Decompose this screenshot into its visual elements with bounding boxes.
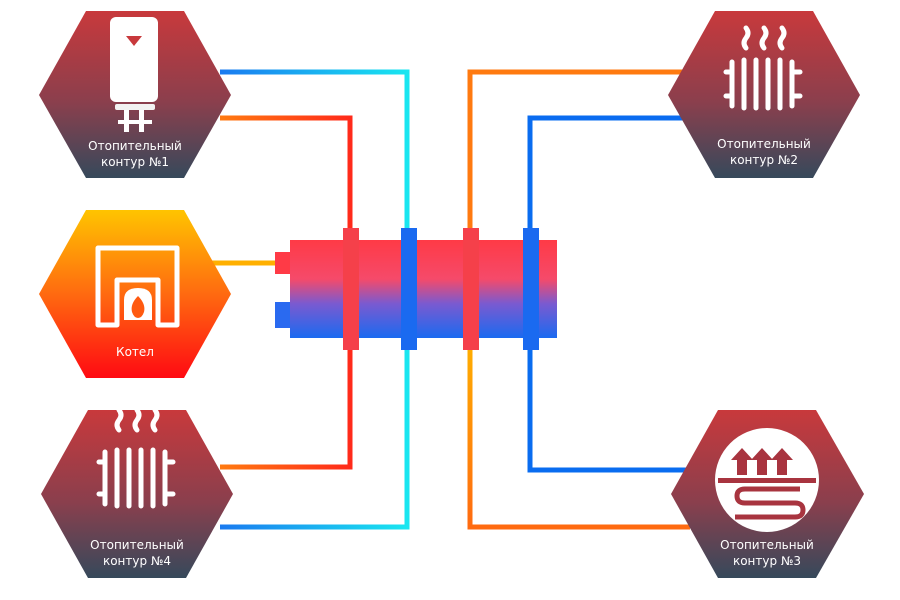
label-line1: Отопительный [720,538,814,552]
hydraulic-separator [275,228,557,350]
node-circuit3[interactable]: Отопительный контур №3 [671,410,864,578]
pipe-circuit2-return [527,115,690,240]
label-line2: контур №1 [101,155,169,169]
label-line2: контур №3 [733,554,801,568]
pipe-circuit4-supply [220,340,353,470]
label-line2: контур №4 [103,554,171,568]
svg-text:контур №1: контур №1 [101,155,169,169]
svg-text:контур №3: контур №3 [733,554,801,568]
pipe-circuit1-supply [220,115,353,240]
connector-cold [401,228,417,350]
svg-text:Отопительный: Отопительный [720,538,814,552]
pipe-circuit3-supply [467,340,690,530]
node-boiler[interactable]: Котел [39,210,231,378]
pipe-circuit1-return [220,69,410,240]
node-circuit4[interactable]: Отопительный контур №4 [41,407,233,578]
label-line1: Отопительный [88,139,182,153]
connector-hot [463,228,479,350]
boiler-label: Котел [116,345,154,359]
pipe-circuit4-return [220,340,410,530]
pipes [210,69,690,530]
svg-text:Котел: Котел [116,345,154,359]
label-line1: Отопительный [90,538,184,552]
underfloor-heating-icon [715,428,819,532]
connector-cold [523,228,539,350]
radiator-icon [723,25,803,111]
label-line1: Отопительный [717,137,811,151]
connector-hot [343,228,359,350]
svg-text:контур №4: контур №4 [103,554,171,568]
svg-text:контур №2: контур №2 [730,153,798,167]
node-circuit2[interactable]: Отопительный контур №2 [668,11,860,178]
pipe-circuit2-supply [467,69,690,240]
radiator-icon [96,407,176,509]
svg-text:Отопительный: Отопительный [88,139,182,153]
water-heater-icon [110,17,158,132]
node-circuit1[interactable]: Отопительный контур №1 [39,11,231,178]
boiler-flame-icon [95,245,180,328]
svg-text:Отопительный: Отопительный [717,137,811,151]
label-line2: контур №2 [730,153,798,167]
pipe-circuit3-return [527,340,690,473]
svg-text:Отопительный: Отопительный [90,538,184,552]
